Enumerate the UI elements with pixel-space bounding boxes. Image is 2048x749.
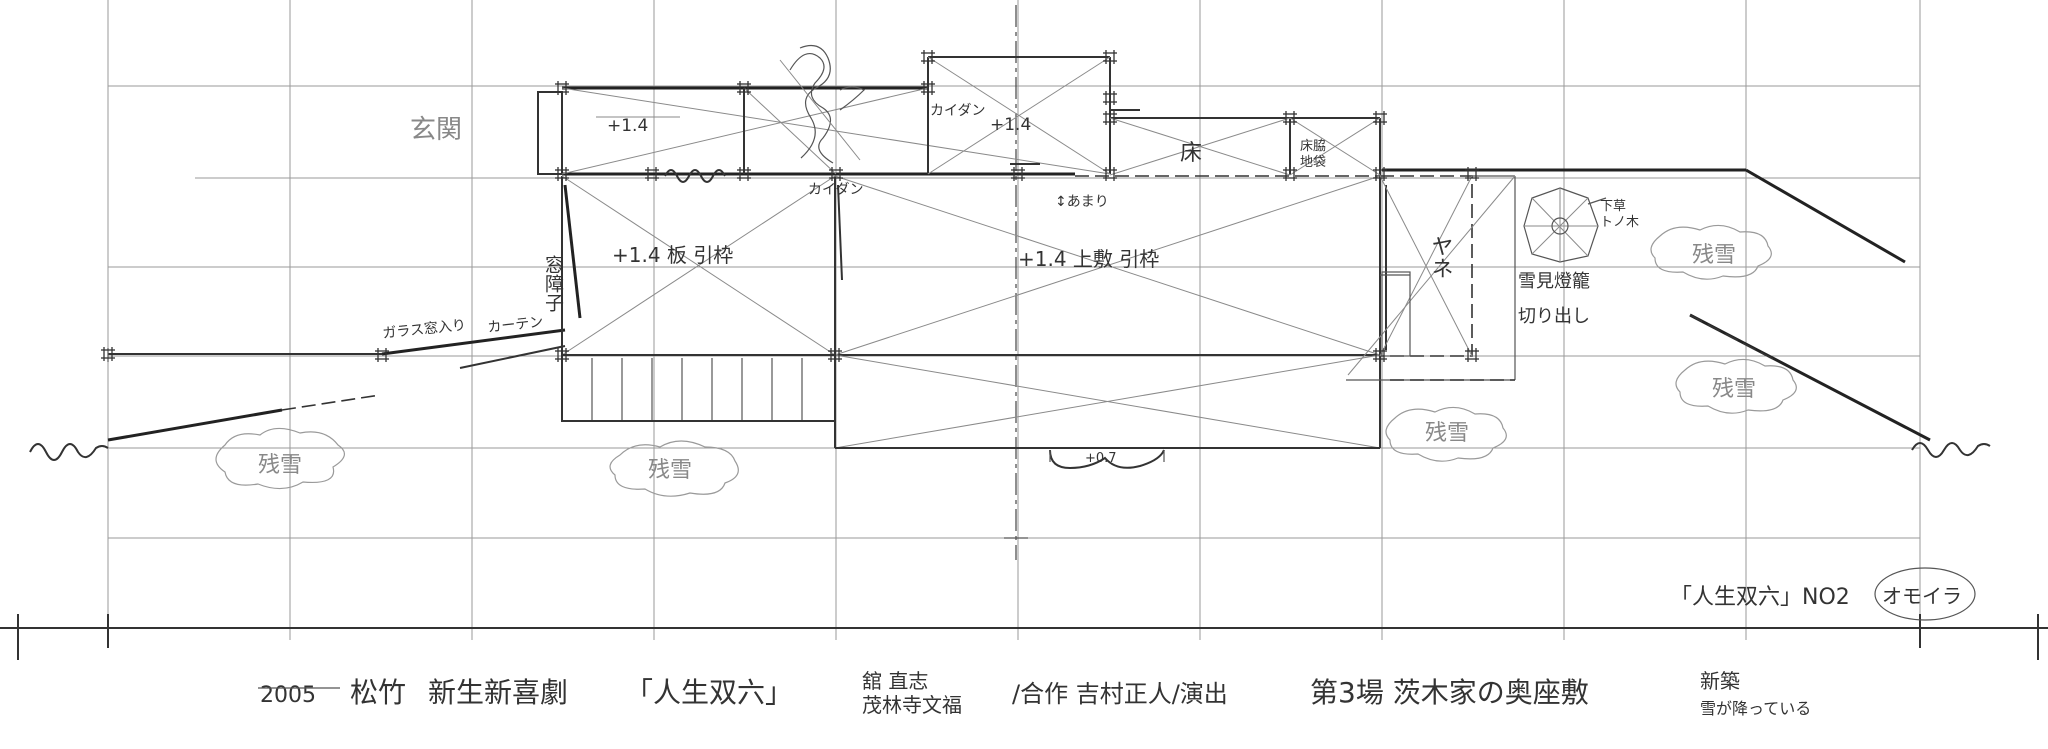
roof-area [1346, 175, 1516, 381]
title-company: 松竹 [350, 676, 406, 709]
left-fence [107, 328, 566, 369]
lantern-sketch [1523, 187, 1607, 263]
snow-clouds [215, 224, 1797, 497]
sheet-tag-label: 「人生双六」NO2 [1670, 585, 1850, 610]
label-window-lattice: 窓障子 [542, 255, 564, 312]
upper-rooms-right [927, 56, 1381, 177]
engawa-slats [561, 354, 836, 422]
label-tokowaki: 床脇地袋 [1300, 139, 1326, 170]
post-markers [101, 50, 1479, 362]
ground-line [29, 313, 1991, 461]
post-marker [829, 167, 843, 181]
post-marker [737, 167, 751, 181]
label-light-note-1: 雪見燈籠 [1518, 271, 1590, 292]
post-marker [1011, 167, 1025, 181]
post-marker [555, 167, 569, 181]
post-marker [1283, 167, 1297, 181]
label-toko: 床 [1180, 141, 1202, 166]
post-marker [1465, 348, 1479, 362]
title-block: 2005 松竹 新生新喜劇 「人生双六」 舘 直志 茂林寺文福 /合作 吉村正人… [258, 669, 1811, 718]
sheet-tag: 「人生双六」NO2 オモイラ [1670, 584, 1962, 610]
label-right-upper: +1.4 [990, 115, 1031, 135]
post-marker [921, 81, 935, 95]
post-marker [1103, 167, 1117, 181]
title-directors-2: 茂林寺文福 [862, 693, 962, 717]
label-snow-3: 残雪 [1425, 421, 1469, 446]
title-scene: 第3場 茨木家の奥座敷 [1310, 676, 1589, 709]
title-scene-note-1: 新築 [1700, 669, 1740, 693]
post-marker [645, 167, 659, 181]
post-marker [1103, 91, 1117, 105]
title-play: 「人生双六」 [625, 676, 793, 709]
label-amari: ↕あまり [1055, 194, 1109, 210]
grid-lines [107, 0, 1921, 640]
title-directors-1: 舘 直志 [862, 669, 928, 693]
right-fence [1382, 168, 1906, 264]
post-marker [828, 348, 842, 362]
snow-labels: 残雪 残雪 残雪 残雪 残雪 [258, 243, 1756, 483]
post-marker [1373, 167, 1387, 181]
label-snow-5: 残雪 [1712, 377, 1756, 402]
stair-sketch [779, 45, 866, 164]
platform-step [1049, 449, 1165, 470]
title-year: 2005 [260, 683, 316, 708]
label-platform: +0.7 [1085, 451, 1117, 466]
post-marker [1373, 111, 1387, 125]
title-adaptation: /合作 吉村正人/演出 [1012, 680, 1228, 708]
main-rooms [561, 175, 1387, 449]
label-snow-1: 残雪 [258, 453, 302, 478]
post-marker [1373, 348, 1387, 362]
label-kaidan-2: カイダン [808, 182, 863, 198]
center-line [1004, 5, 1028, 560]
label-yane: ヤネ [1428, 235, 1453, 279]
label-snow-4: 残雪 [1692, 243, 1736, 268]
post-marker [555, 348, 569, 362]
post-marker [921, 50, 935, 64]
sheet-tag-oval [1874, 567, 1976, 621]
post-marker [1103, 50, 1117, 64]
label-snow-2: 残雪 [648, 458, 692, 483]
title-scene-note-2: 雪が降っている [1700, 699, 1811, 718]
label-curtain: カーテン [487, 314, 544, 336]
post-marker [1283, 111, 1297, 125]
post-marker [375, 348, 389, 362]
label-center-main: +1.4 上敷 引枠 [1018, 247, 1159, 271]
post-marker [1103, 111, 1117, 125]
post-marker [737, 81, 751, 95]
sheet-tag-circled: オモイラ [1882, 584, 1962, 608]
title-venue: 新生新喜劇 [428, 676, 568, 709]
label-left-main: +1.4 板 引枠 [612, 243, 733, 267]
label-bush-note: 下草トノ木 [1600, 199, 1639, 230]
room-labels: 玄関 +1.4 +1.4 カイダン カイダン 床 床脇地袋 ↕あまり +1.4 … [382, 103, 1639, 466]
post-marker [555, 81, 569, 95]
label-genkan: 玄関 [410, 115, 462, 145]
label-glass: ガラス窓入り [382, 316, 467, 342]
post-marker [1465, 167, 1479, 181]
stage-edge-line [0, 614, 2048, 660]
label-left-upper: +1.4 [607, 116, 648, 136]
label-light-note-2: 切り出し [1518, 306, 1590, 327]
label-kaidan: カイダン [930, 103, 985, 119]
post-marker [101, 347, 115, 361]
